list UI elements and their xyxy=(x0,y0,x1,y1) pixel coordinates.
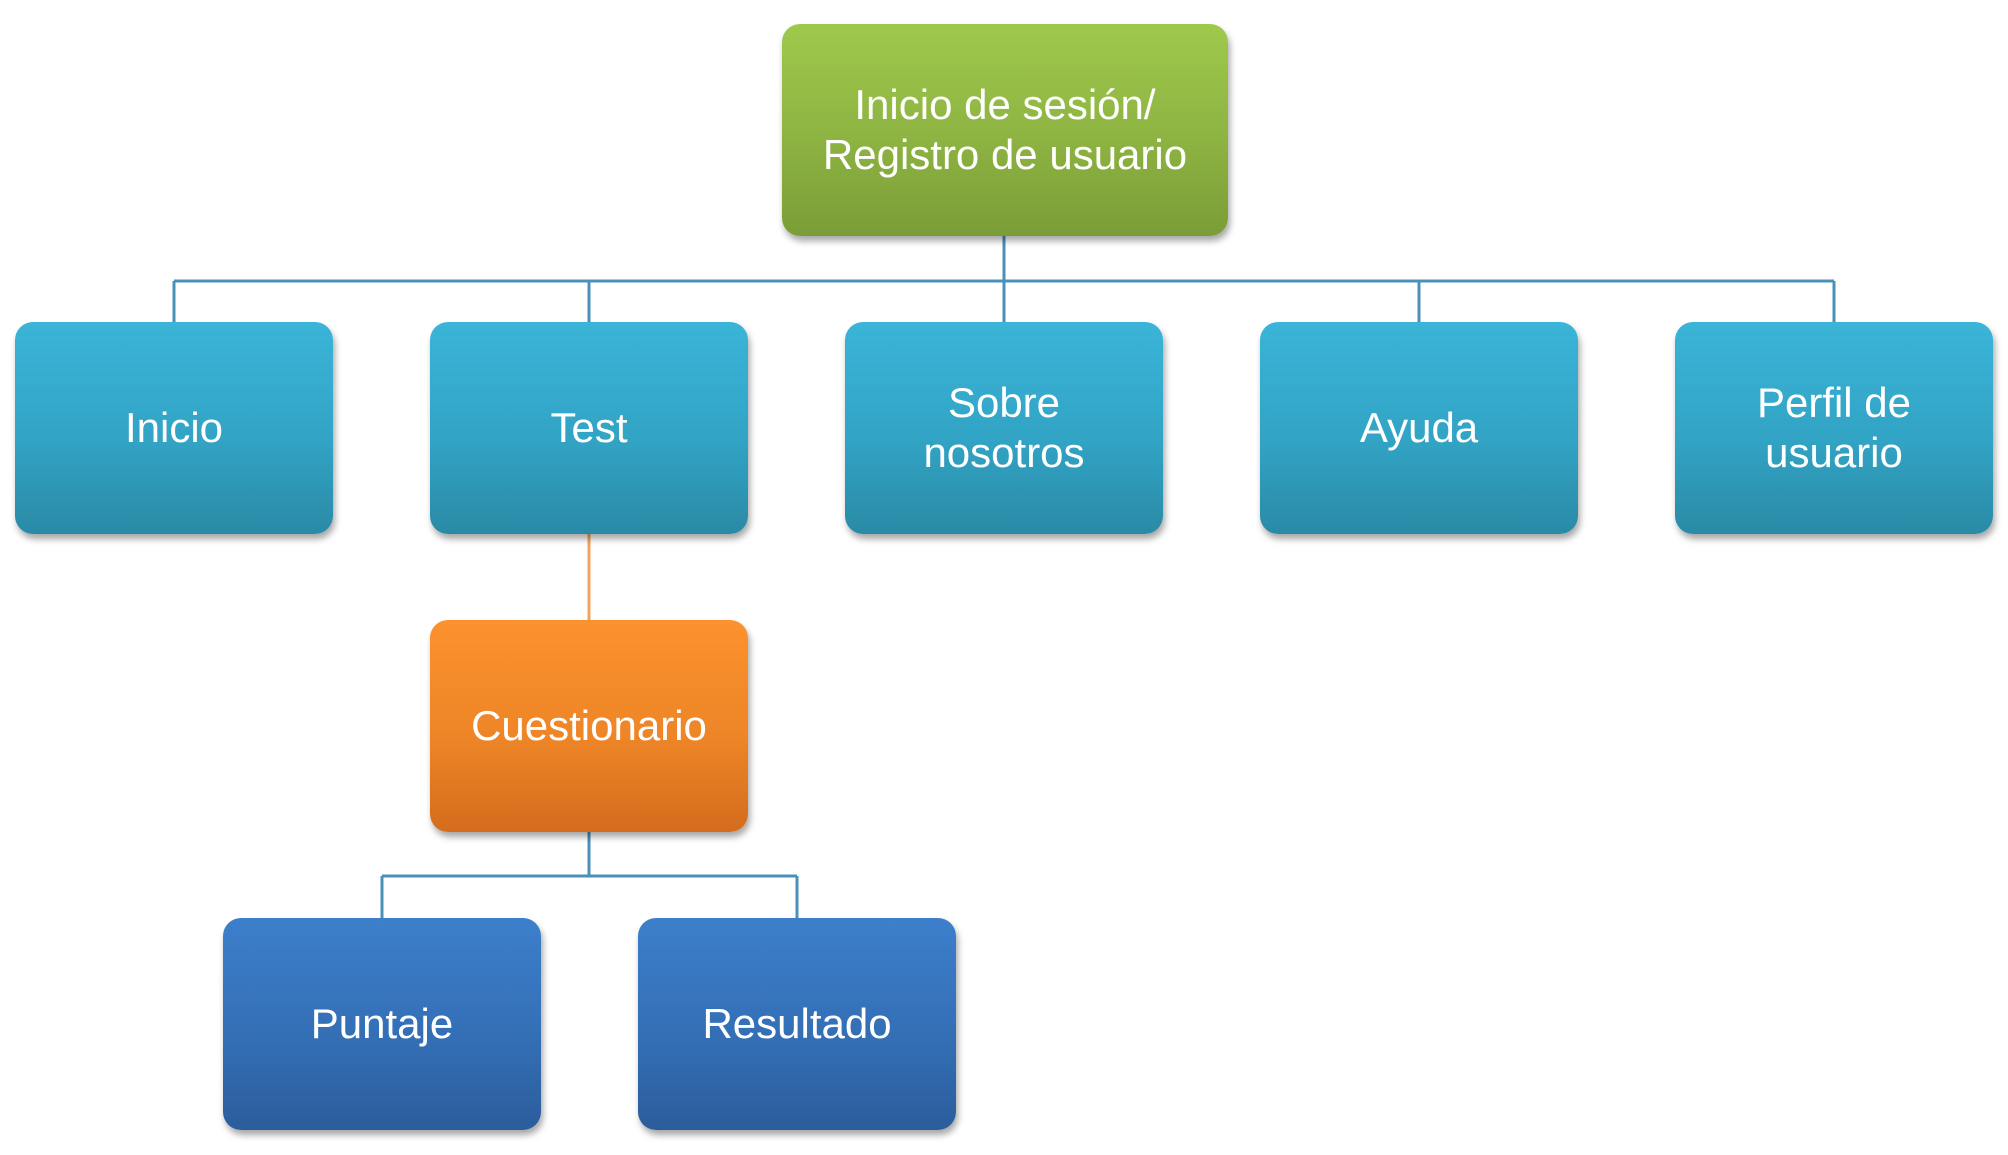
node-puntaje: Puntaje xyxy=(223,918,541,1130)
node-login-register: Inicio de sesión/ Registro de usuario xyxy=(782,24,1228,236)
node-resultado-label: Resultado xyxy=(702,1000,892,1047)
node-ayuda-label: Ayuda xyxy=(1359,404,1479,451)
node-inicio: Inicio xyxy=(15,322,333,534)
node-sobre-nosotros: Sobre nosotros xyxy=(845,322,1163,534)
node-ayuda: Ayuda xyxy=(1260,322,1578,534)
node-test: Test xyxy=(430,322,748,534)
node-resultado: Resultado xyxy=(638,918,956,1130)
node-perfil-usuario: Perfil de usuario xyxy=(1675,322,1993,534)
node-test-label: Test xyxy=(550,404,628,451)
node-puntaje-label: Puntaje xyxy=(310,1000,454,1047)
node-cuestionario-label: Cuestionario xyxy=(471,702,707,749)
node-cuestionario: Cuestionario xyxy=(430,620,748,832)
node-login-register-label: Inicio de sesión/ Registro de usuario xyxy=(822,81,1188,178)
node-sobre-nosotros-label: Sobre nosotros xyxy=(923,379,1085,476)
node-perfil-usuario-label: Perfil de usuario xyxy=(1756,379,1912,476)
node-inicio-label: Inicio xyxy=(124,404,224,451)
